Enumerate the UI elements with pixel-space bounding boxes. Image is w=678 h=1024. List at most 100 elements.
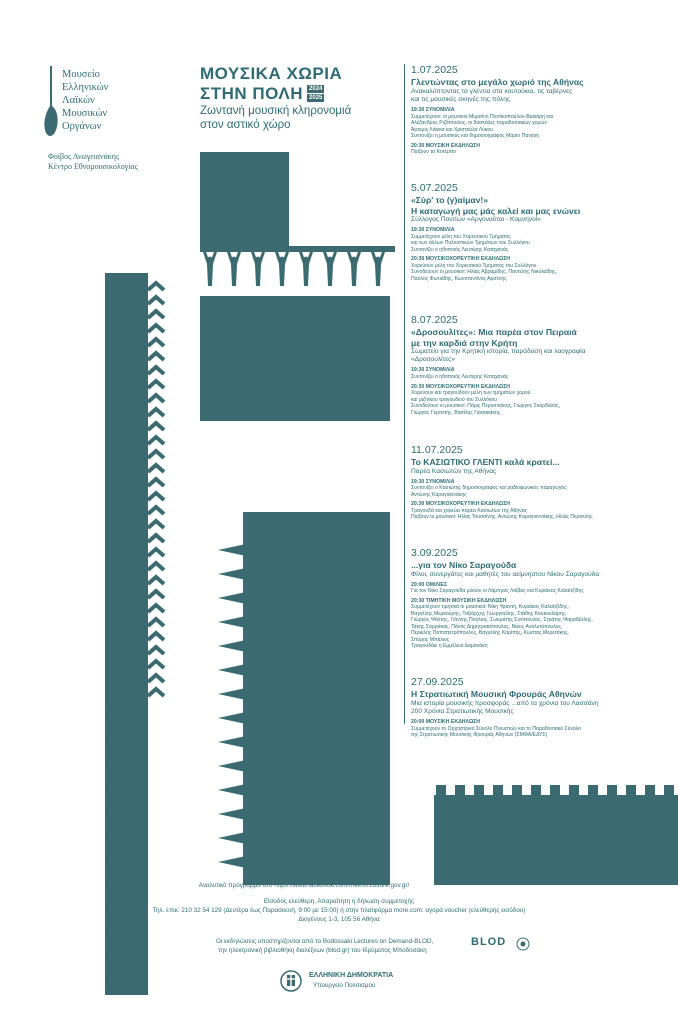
museum-name-line: Λαϊκών bbox=[62, 95, 95, 106]
event-part-text: Τάκης Σαρράκας, Πάνος Δημητρακόπουλος, Ν… bbox=[411, 623, 563, 630]
dancer-head bbox=[231, 256, 237, 262]
lower-block-teeth bbox=[218, 544, 246, 868]
chevron-mark bbox=[146, 504, 166, 516]
footer-support-1: Οι εκδηλώσεις υποστηρίζονται από το Bodo… bbox=[216, 938, 434, 945]
merlon-mark bbox=[436, 785, 446, 797]
museum-name-line: Ελληνικών bbox=[62, 82, 109, 93]
event-date: 8.07.2025 bbox=[411, 314, 458, 326]
merlon-mark bbox=[455, 785, 465, 797]
event-time: 20:00 ΟΜΙΛΙΕΣ bbox=[411, 581, 447, 588]
footer-phone: Τηλ. επικ. 210 32 54 129 (Δευτέρα έως Πα… bbox=[152, 907, 526, 914]
tooth-mark bbox=[218, 808, 246, 820]
event-part-text: και ριζίτικου τραγουδιού του Συλλόγου bbox=[411, 396, 497, 403]
chevron-mark bbox=[146, 616, 166, 628]
museum-subtitle: Φοίβος Ανωγειανάκης Κέντρο Εθνομουσικολο… bbox=[48, 152, 138, 172]
event-part-text: Τραγουδά και χορεύει παρέα Κασιωτών της … bbox=[411, 507, 528, 514]
event-title: ...για τον Νίκο Σαραγούδα bbox=[411, 560, 517, 570]
merlon-mark bbox=[550, 785, 560, 797]
year-badge: 2025 bbox=[307, 94, 325, 102]
ministry-line-1: ΕΛΛΗΝΙΚΗ ΔΗΜΟΚΡΑΤΙΑ bbox=[309, 972, 394, 979]
spike-mark bbox=[105, 708, 120, 722]
spike-mark bbox=[105, 924, 120, 938]
merlon-mark bbox=[664, 785, 674, 797]
event-part-text: Χορεύουν και τραγουδούν μέλη των τμημάτω… bbox=[411, 390, 531, 397]
dancer-figure bbox=[323, 252, 337, 286]
ministry-line-2: Υπουργείο Πολιτισμού bbox=[313, 982, 376, 989]
dancer-head bbox=[279, 256, 285, 262]
event-time: 20:30 ΜΟΥΣΙΚΟΧΟΡΕΥΤΙΚΗ ΕΚΔΗΛΩΣΗ bbox=[411, 501, 511, 508]
right-battlement bbox=[434, 795, 678, 885]
event-part-text: Συμμετέχουν τιμητικά οι μουσικοί: Νίκη Υ… bbox=[411, 604, 569, 611]
event-title: «Σύρ' το (γ)αίμαν!» bbox=[411, 195, 489, 205]
event-date: 1.07.2025 bbox=[411, 64, 458, 76]
chevron-mark bbox=[146, 602, 166, 614]
event-part-text: Συνοδεύουν οι μουσικοί: Πάρις Περυσινάκη… bbox=[411, 403, 561, 410]
museum-sub-line: Κέντρο Εθνομουσικολογίας bbox=[48, 162, 138, 171]
tooth-mark bbox=[218, 784, 246, 796]
foundation-logo-icon bbox=[516, 937, 530, 951]
chevron-mark bbox=[146, 322, 166, 334]
spike-mark bbox=[105, 780, 120, 794]
event-part-text: Περικλής Παπαπετρόπουλος, Βαγγέλης Καρίπ… bbox=[411, 630, 569, 637]
chevron-mark bbox=[146, 560, 166, 572]
upper-middle-block bbox=[200, 152, 289, 248]
chevron-mark bbox=[146, 630, 166, 642]
chevron-mark bbox=[146, 378, 166, 390]
title-line-1: ΜΟΥΣΙΚΑ ΧΩΡΙΑ bbox=[200, 64, 343, 83]
chevron-mark bbox=[146, 434, 166, 446]
chevron-mark bbox=[146, 574, 166, 586]
spike-mark bbox=[105, 732, 120, 746]
dancer-head bbox=[375, 256, 381, 262]
event: 5.07.2025«Σύρ' το (γ)αίμαν!»Η καταγωγή μ… bbox=[411, 182, 673, 282]
event-part-text: Γιώργος Ψάλτης, Γιάννης Πούλιος, Σωκράτη… bbox=[411, 617, 593, 624]
event-time: 19:30 ΣΥΝΟΜΙΛΙΑ bbox=[411, 367, 455, 374]
chevron-mark bbox=[146, 658, 166, 670]
footer-support-2: την ηλεκτρονική βιβλιοθήκη διαλέξεων (bl… bbox=[218, 947, 427, 954]
tooth-mark bbox=[218, 544, 246, 556]
chevron-mark bbox=[146, 462, 166, 474]
tooth-mark bbox=[218, 640, 246, 652]
tooth-mark bbox=[218, 616, 246, 628]
merlon-mark bbox=[474, 785, 484, 797]
event-part-text: Γιώργος Γεροντής, Βασίλης Γιασακάκης bbox=[411, 409, 501, 416]
dancer-figure bbox=[275, 252, 289, 286]
event-part-text: Παίζουν οι μουσικοί: Ηλίας Τουσσίνης, Αν… bbox=[411, 514, 593, 521]
event-part-text: Συντονίζει η μουσικός και δημοσιογράφος … bbox=[411, 133, 540, 139]
merlon-mark bbox=[588, 785, 598, 797]
lower-middle-block bbox=[243, 512, 390, 885]
chevron-mark bbox=[146, 448, 166, 460]
event-description: Σωματείο για την Κρητική ιστορία, παράδο… bbox=[411, 348, 586, 355]
dancer-figure bbox=[227, 252, 241, 286]
event-description: Σύλλογος Ποντίων «Αργοναύται - Κομνηνοί» bbox=[411, 216, 541, 223]
chevron-mark bbox=[146, 336, 166, 348]
chevron-mark bbox=[146, 490, 166, 502]
zigzag-column bbox=[146, 280, 166, 698]
event-time: 20:30 ΜΟΥΣΙΚΟΧΟΡΕΥΤΙΚΗ ΕΚΔΗΛΩΣΗ bbox=[411, 383, 511, 390]
spike-mark bbox=[105, 948, 120, 962]
tooth-mark bbox=[218, 736, 246, 748]
chevron-mark bbox=[146, 546, 166, 558]
upper-middle-block-lower bbox=[200, 296, 390, 421]
museum-sub-line: Φοίβος Ανωγειανάκης bbox=[48, 152, 120, 161]
merlon-mark bbox=[626, 785, 636, 797]
dancer-figure bbox=[203, 252, 217, 286]
tooth-mark bbox=[218, 592, 246, 604]
event-description: «Δροσουλίτες» bbox=[411, 356, 455, 364]
chevron-mark bbox=[146, 686, 166, 698]
chevron-mark bbox=[146, 406, 166, 418]
tooth-mark bbox=[218, 832, 246, 844]
dancer-figure bbox=[371, 252, 385, 286]
event-date: 11.07.2025 bbox=[411, 444, 463, 456]
event-part-text: Συμμετέχουν μέλη του Χορευτικού Τμήματος bbox=[411, 233, 511, 240]
event-time: 19:30 ΣΥΝΟΜΙΛΙΑ bbox=[411, 478, 455, 485]
event-date: 27.09.2025 bbox=[411, 676, 464, 688]
event-time: 19:30 ΣΥΝΟΜΙΛΙΑ bbox=[411, 106, 455, 113]
event: 8.07.2025«Δροσουλίτες»: Μια παρέα στον Π… bbox=[411, 314, 673, 416]
event-description: Παρέα Κασιωτών της Αθήνας bbox=[411, 467, 497, 475]
